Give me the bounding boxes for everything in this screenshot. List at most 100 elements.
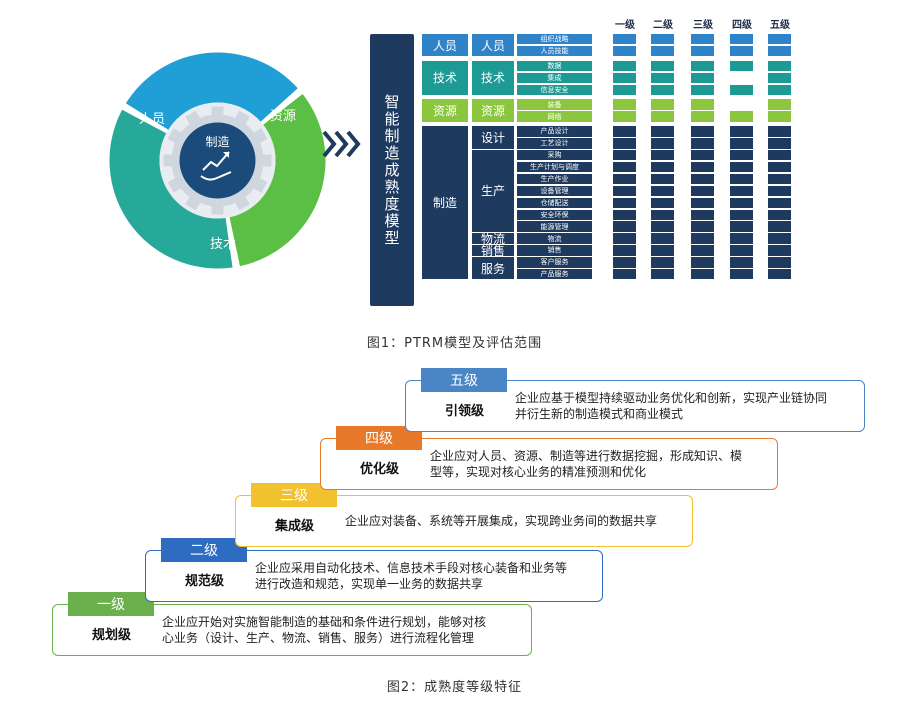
level-description: 企业应对装备、系统等开展集成，实现跨业务间的数据共享	[345, 513, 683, 529]
maturity-cell	[651, 111, 674, 122]
capability-label: 人员	[472, 34, 514, 57]
subdomain-label: 采购	[517, 150, 592, 161]
level-description-line: 进行改造和规范，实现单一业务的数据共享	[255, 577, 484, 591]
maturity-cell	[613, 185, 636, 197]
level-description: 企业应基于模型持续驱动业务优化和创新，实现产业链协同并衍生新的制造模式和商业模式	[515, 390, 855, 422]
domain-label: 资源	[422, 99, 468, 122]
maturity-cell	[730, 221, 753, 232]
level-description: 企业应开始对实施智能制造的基础和条件进行规划，能够对核心业务（设计、生产、物流、…	[162, 614, 522, 646]
handshake-chart-icon	[200, 151, 232, 181]
subdomain-label: 销售	[517, 245, 592, 256]
maturity-cell	[768, 99, 791, 110]
maturity-cell	[651, 257, 674, 268]
maturity-cell	[691, 72, 714, 84]
maturity-cell	[730, 111, 753, 122]
subdomain-label: 生产作业	[517, 173, 592, 185]
capability-label: 生产	[472, 150, 514, 232]
capability-label: 销售	[472, 244, 514, 258]
maturity-cell	[768, 245, 791, 256]
maturity-cell	[768, 233, 791, 244]
maturity-cell	[651, 197, 674, 209]
level-tab: 二级	[161, 538, 247, 562]
capability-label: 物流	[472, 232, 514, 246]
domain-label: 技术	[422, 60, 468, 95]
capability-label: 资源	[472, 99, 514, 122]
level-description: 企业应对人员、资源、制造等进行数据挖掘，形成知识、模型等，实现对核心业务的精准预…	[430, 448, 768, 480]
maturity-cell	[651, 185, 674, 197]
maturity-cell	[730, 60, 753, 72]
wheel-label-tech: 技术	[210, 237, 236, 252]
wheel-center-label: 制造	[205, 135, 229, 149]
level-tab: 一级	[68, 592, 154, 616]
maturity-cell	[691, 111, 714, 122]
maturity-cell	[768, 72, 791, 84]
maturity-cell	[691, 161, 714, 173]
subdomain-label: 客户服务	[517, 257, 592, 268]
wheel-segment	[125, 52, 298, 130]
level-name: 集成级	[275, 519, 315, 534]
maturity-cell	[613, 72, 636, 84]
maturity-cell	[768, 173, 791, 185]
maturity-cell	[691, 60, 714, 72]
subdomain-label: 仓储配送	[517, 197, 592, 209]
maturity-cell	[730, 197, 753, 209]
level-name: 规划级	[92, 628, 132, 643]
maturity-cell	[768, 269, 791, 280]
maturity-cell	[613, 99, 636, 110]
maturity-cell	[651, 126, 674, 137]
maturity-cell	[730, 126, 753, 137]
maturity-cell	[768, 45, 791, 57]
level-description: 企业应采用自动化技术、信息技术手段对核心装备和业务等进行改造和规范，实现单一业务…	[255, 560, 593, 592]
maturity-cell	[651, 233, 674, 244]
wheel-segment	[229, 94, 326, 267]
maturity-cell	[768, 138, 791, 149]
subdomain-label: 组织战略	[517, 34, 592, 45]
maturity-cell	[691, 257, 714, 268]
level-tab: 五级	[421, 368, 507, 392]
maturity-cell	[613, 150, 636, 161]
level-description-line: 企业应对装备、系统等开展集成，实现跨业务间的数据共享	[345, 514, 658, 528]
maturity-cell	[651, 245, 674, 256]
maturity-cell	[730, 138, 753, 149]
level-tab: 四级	[336, 426, 422, 450]
figure1-caption: 图1：PTRM模型及评估范围	[366, 336, 543, 351]
level-header: 四级	[732, 20, 752, 31]
maturity-cell	[691, 233, 714, 244]
maturity-cell	[613, 233, 636, 244]
subdomain-label: 生产计划与调度	[517, 161, 592, 173]
maturity-cell	[768, 257, 791, 268]
maturity-cell	[651, 221, 674, 232]
level-name: 规范级	[185, 574, 225, 589]
maturity-cell	[613, 111, 636, 122]
maturity-cell	[768, 161, 791, 173]
maturity-cell	[613, 126, 636, 137]
maturity-cell	[651, 99, 674, 110]
subdomain-label: 设备管理	[517, 185, 592, 197]
maturity-cell	[730, 233, 753, 244]
maturity-cell	[613, 269, 636, 280]
maturity-cell	[730, 45, 753, 57]
maturity-cell	[651, 269, 674, 280]
level-description-line: 企业应基于模型持续驱动业务优化和创新，实现产业链协同	[515, 391, 828, 405]
maturity-cell	[691, 173, 714, 185]
subdomain-label: 产品设计	[517, 126, 592, 137]
maturity-cell	[651, 161, 674, 173]
maturity-cell	[613, 221, 636, 232]
maturity-cell	[691, 84, 714, 95]
maturity-cell	[691, 34, 714, 45]
maturity-cell	[768, 221, 791, 232]
maturity-grid: 一级二级三级四级五级组织战略人员技能人员人员数据集成信息安全技术技术装备网络资源…	[420, 14, 900, 314]
level-header: 二级	[653, 20, 673, 31]
maturity-cell	[651, 173, 674, 185]
maturity-cell	[651, 60, 674, 72]
chevron-arrows-icon	[322, 130, 361, 158]
ptr-wheel: 制造 人员 资源 技术	[109, 52, 326, 269]
level-description-line: 企业应开始对实施智能制造的基础和条件进行规划，能够对核	[162, 615, 487, 629]
maturity-cell	[768, 34, 791, 45]
maturity-cell	[768, 185, 791, 197]
maturity-cell	[613, 209, 636, 220]
level-header: 一级	[615, 20, 635, 31]
subdomain-label: 信息安全	[517, 84, 592, 95]
maturity-cell	[613, 84, 636, 95]
level-header: 五级	[770, 20, 790, 31]
